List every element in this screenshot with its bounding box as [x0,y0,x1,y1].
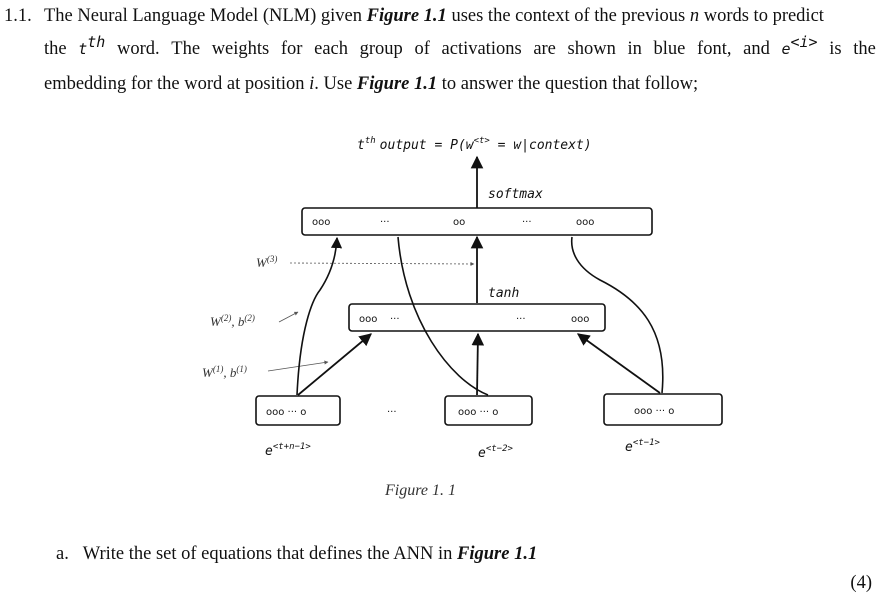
output-layer-dots-3: oo [453,217,465,228]
output-layer-dots-1: ooo [312,217,330,228]
hidden-layer-dots-4: ooo [571,314,589,325]
w2-b2-label: W(2), b(2) [210,313,255,329]
figure-reference: Figure 1.1 [457,544,538,564]
right-skip-connection [570,236,664,394]
embedding-symbol: e<i> [781,32,818,58]
embedding-box-right [603,393,723,426]
tth-symbol: tth [78,32,106,58]
svg-text:ooo ··· o: ooo ··· o [634,406,674,417]
w1-b1-label: W(1), b(1) [202,364,247,380]
middle-skip-connection [397,236,489,396]
output-layer-dots-2: ··· [380,217,390,228]
embedding-box-left [255,395,341,426]
output-layer-dots-4: ··· [522,217,532,228]
hidden-layer-box [348,303,606,332]
tanh-label: tanh [488,286,519,301]
right-to-hidden-arrow [576,333,661,394]
w3-label: W(3) [256,254,277,270]
sub-question: a. Write the set of equations that defin… [56,544,538,564]
figure-reference: Figure 1.1 [356,74,438,94]
output-layer-dots-5: ooo [576,217,594,228]
w1-pointer [267,360,329,372]
w2-pointer [278,311,299,323]
embedding-box-middle [444,395,533,426]
figure-reference: Figure 1.1 [366,6,447,26]
softmax-label: softmax [488,187,543,202]
hidden-layer-dots-1: ooo [359,314,377,325]
embedding-label-left: e<t+n−1> [265,442,311,459]
hidden-layer-dots-3: ··· [516,314,526,325]
embedding-label-right: e<t−1> [625,438,661,455]
hidden-layer-dots-2: ··· [390,314,400,325]
output-layer-box [301,207,653,236]
middle-to-hidden-arrow [471,332,485,396]
w3-pointer [289,261,475,266]
svg-text:ooo ··· o: ooo ··· o [266,407,306,418]
figure-caption: Figure 1. 1 [384,482,456,499]
question-line-3: embedding for the word at position i. Us… [44,74,699,94]
question-number: 1.1. [4,6,32,26]
embedding-label-middle: e<t−2> [478,444,514,461]
between-boxes-dots: ··· [387,407,397,418]
question-line-1: The Neural Language Model (NLM) given Fi… [44,6,824,26]
marks-label: (4) [850,573,872,593]
svg-text:ooo ··· o: ooo ··· o [458,407,498,418]
left-to-hidden-arrow [297,333,372,396]
question-line-2: the tth word. The weights for each group… [44,32,876,59]
left-skip-connection [296,236,343,396]
